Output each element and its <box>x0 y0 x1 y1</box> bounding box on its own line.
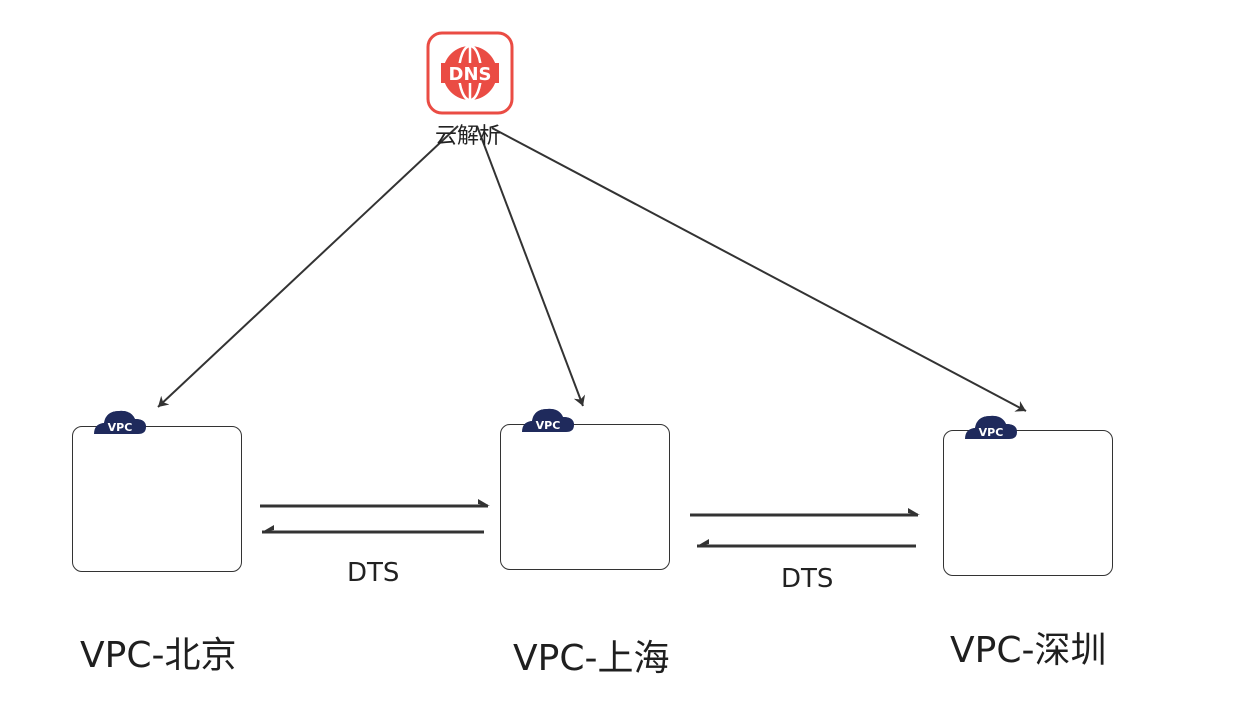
dns-to-shanghai-arrow <box>476 125 586 407</box>
dts-label-beijing-shanghai: DTS <box>347 558 400 588</box>
dns-icon-text: DNS <box>449 64 492 85</box>
dns-to-beijing-arrow <box>157 125 459 408</box>
dns-label: 云解析 <box>435 124 502 149</box>
dts-link-beijing-shanghai <box>260 499 490 534</box>
dts-link-shanghai-shenzhen <box>690 508 920 548</box>
vpc-box-shenzhen <box>943 430 1113 576</box>
vpc-box-shanghai <box>500 424 670 570</box>
vpc-label-shanghai: VPC-上海 <box>513 638 670 679</box>
dns-icon: DNS <box>426 31 514 115</box>
dns-to-shenzhen-arrow <box>491 127 1027 412</box>
vpc-box-beijing <box>72 426 242 572</box>
vpc-label-beijing: VPC-北京 <box>80 635 237 676</box>
vpc-label-shenzhen: VPC-深圳 <box>950 630 1107 671</box>
dts-label-shanghai-shenzhen: DTS <box>781 564 834 594</box>
